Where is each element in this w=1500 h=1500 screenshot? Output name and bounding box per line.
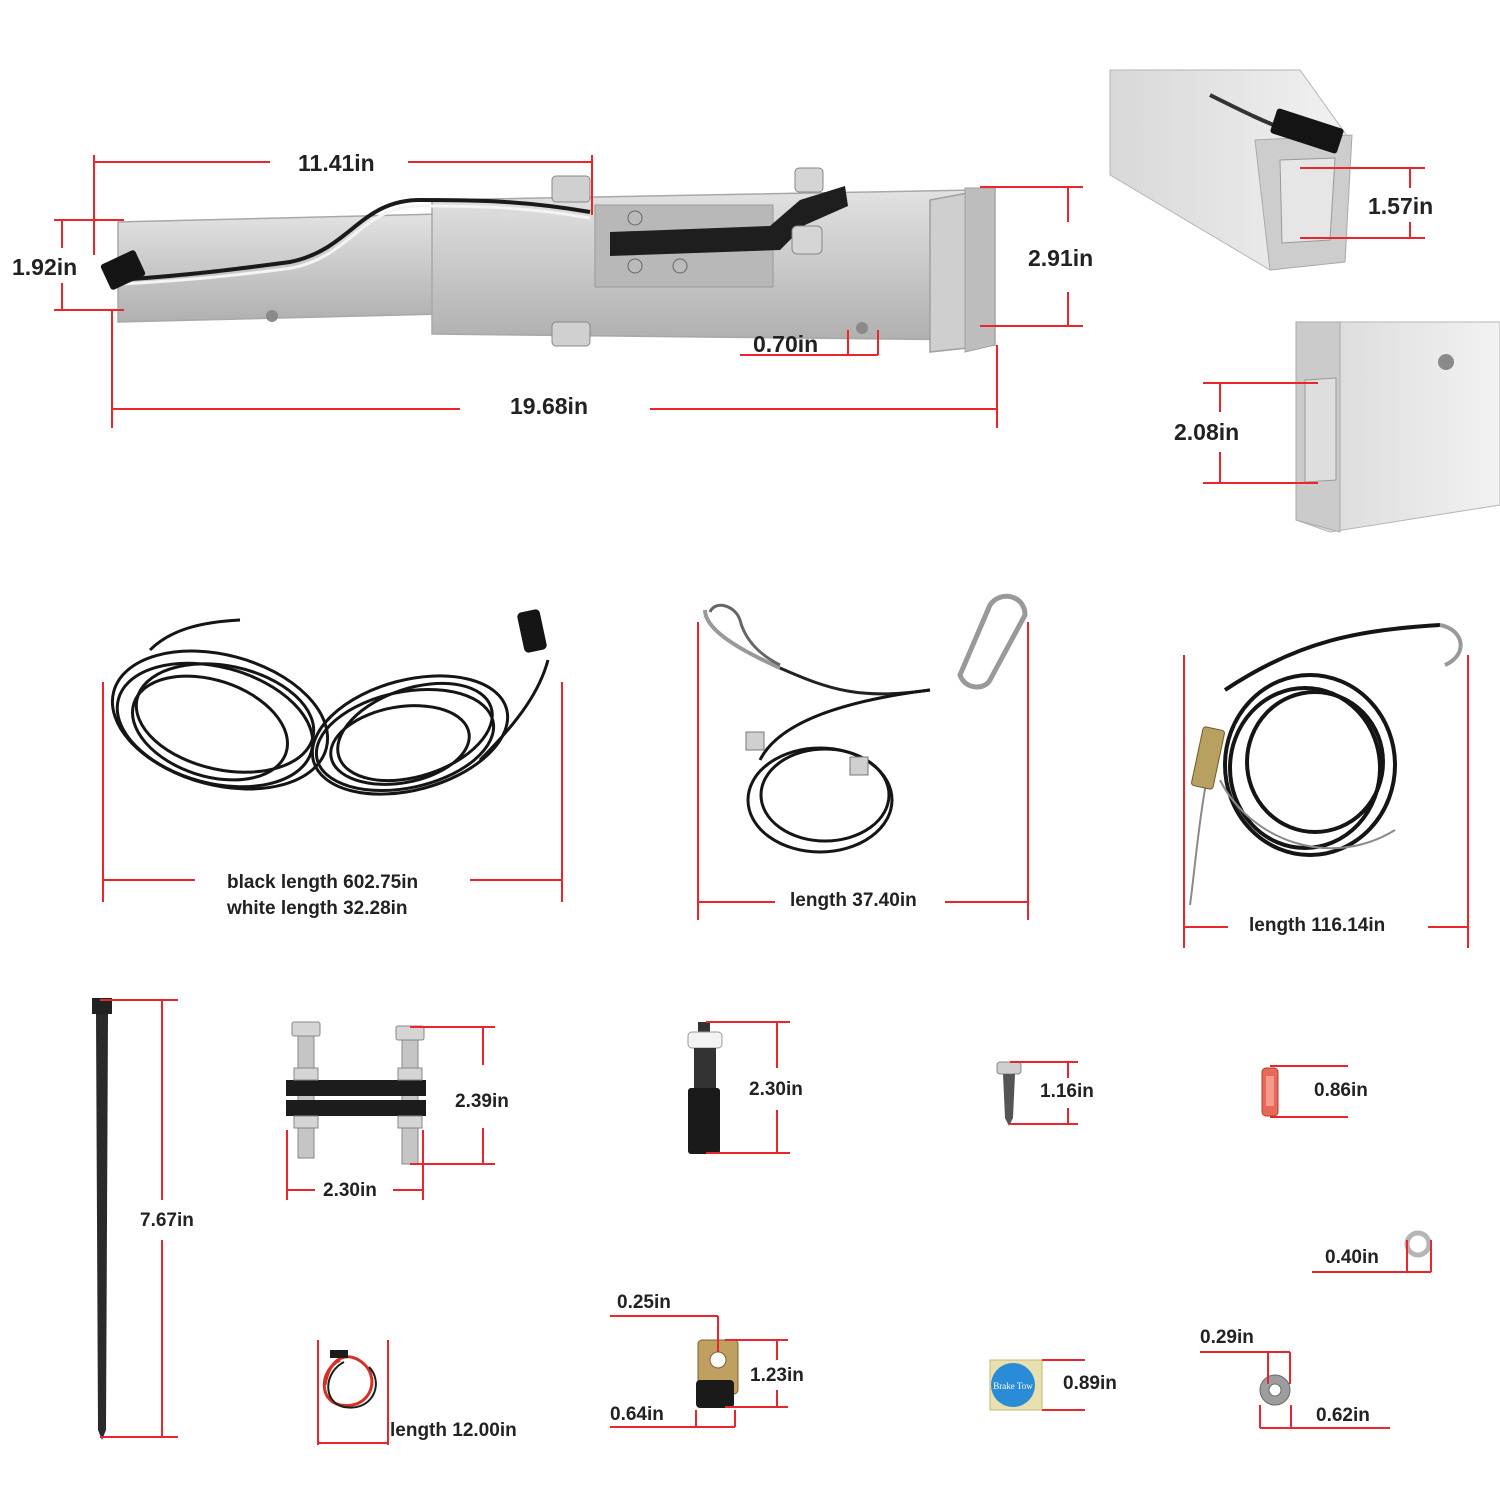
- wire-bundle-dimension-lines: [102, 682, 563, 902]
- terminal-dimension-lines: [1270, 1065, 1348, 1118]
- clamp-bracket-width-label: 2.30in: [323, 1180, 377, 1201]
- flat-washer-outer-label: 0.62in: [1316, 1405, 1370, 1426]
- sticker-dimension-lines: [1042, 1359, 1085, 1411]
- wire-bundle-white-length: white length 32.28in: [227, 897, 408, 919]
- tube-small-inner-label: 1.57in: [1368, 193, 1434, 219]
- tab-width-label: 0.64in: [610, 1404, 664, 1425]
- clamp-bracket-height-label: 2.39in: [455, 1091, 509, 1112]
- sticker: Brake Tow: [989, 1359, 1043, 1411]
- brake-cable: [1189, 623, 1463, 906]
- clamp-bracket-dimension-lines: [286, 1026, 495, 1200]
- pigtail-dimension-lines: [317, 1340, 389, 1445]
- wire-bundle: [110, 609, 550, 796]
- zip-tie-length-label: 7.67in: [140, 1210, 194, 1231]
- screw-dimension-lines: [1010, 1061, 1078, 1125]
- screw: [996, 1061, 1022, 1126]
- tab-height-label: 1.23in: [750, 1365, 804, 1386]
- clamp-bracket: [286, 1021, 426, 1165]
- flat-washer-inner-label: 0.29in: [1200, 1327, 1254, 1348]
- hitch-offset-label: 0.70in: [753, 331, 819, 357]
- pigtail-length-label: length 12.00in: [390, 1420, 517, 1441]
- tab-dimension-lines: [610, 1315, 788, 1428]
- terminal-length-label: 0.86in: [1314, 1080, 1368, 1101]
- lock-washer-dimension-lines: [1312, 1240, 1432, 1273]
- hitch-tube: [100, 167, 996, 353]
- breakaway-cable-dimension-lines: [697, 622, 1029, 920]
- pin-dimension-lines: [706, 1021, 790, 1154]
- flat-washer: [1259, 1374, 1291, 1406]
- pigtail: [322, 1350, 377, 1409]
- hitch-dimension-lines: [54, 155, 1083, 428]
- wire-bundle-length-label: black length 602.75in white length 32.28…: [227, 870, 418, 921]
- breakaway-cable-length-label: length 37.40in: [790, 890, 917, 911]
- breakaway-cable: [703, 593, 1028, 854]
- tube-detail-large: [1295, 321, 1500, 533]
- sticker-text: Brake Tow: [993, 1381, 1033, 1391]
- terminal: [1261, 1067, 1279, 1117]
- sticker-size-label: 0.89in: [1063, 1373, 1117, 1394]
- zip-tie-dimension-lines: [100, 999, 178, 1438]
- tube-detail-dimension-lines: [1203, 167, 1425, 484]
- hitch-upper-length-label: 11.41in: [298, 150, 375, 176]
- tab: [696, 1339, 739, 1408]
- lock-washer: [1404, 1230, 1432, 1258]
- wire-bundle-black-length: black length 602.75in: [227, 872, 419, 893]
- hitch-small-height-label: 1.92in: [12, 254, 78, 280]
- brake-cable-length-label: length 116.14in: [1249, 915, 1386, 936]
- tab-hole-label: 0.25in: [617, 1292, 671, 1313]
- screw-length-label: 1.16in: [1040, 1081, 1094, 1102]
- brake-cable-dimension-lines: [1183, 655, 1469, 948]
- tube-large-inner-label: 2.08in: [1174, 419, 1240, 445]
- lock-washer-diameter-label: 0.40in: [1325, 1247, 1379, 1268]
- tube-detail-small: [1109, 69, 1353, 271]
- pin: [687, 1022, 723, 1154]
- hitch-total-length-label: 19.68in: [510, 393, 588, 419]
- hitch-large-height-label: 2.91in: [1028, 245, 1094, 271]
- flat-washer-dimension-lines: [1200, 1351, 1390, 1429]
- zip-tie: [92, 998, 112, 1440]
- pin-height-label: 2.30in: [749, 1079, 803, 1100]
